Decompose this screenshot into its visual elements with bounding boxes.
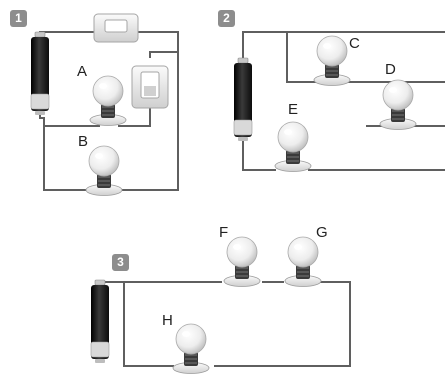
panel-3-battery — [90, 279, 110, 364]
panel-1-switch-top — [93, 13, 139, 43]
bulb-d-icon — [379, 79, 417, 130]
bulb-h-label: H — [162, 312, 173, 329]
bulb-f-icon — [223, 236, 261, 287]
bulb-c-label: C — [349, 35, 360, 52]
bulb-b-label: B — [78, 133, 89, 150]
bulb-h-icon — [172, 323, 210, 374]
bulb-e-label: E — [288, 101, 299, 118]
bulb-c-icon — [313, 35, 351, 86]
bulb-g-icon — [284, 236, 322, 287]
panel-2-badge: 2 — [218, 10, 235, 27]
bulb-d-label: D — [385, 61, 396, 78]
panel-1-badge: 1 — [10, 10, 27, 27]
panel-1-wires — [39, 31, 179, 191]
panel-1-switch-right — [131, 65, 169, 109]
bulb-e-icon — [274, 121, 312, 172]
bulb-a-label: A — [77, 63, 88, 80]
panel-3-badge: 3 — [112, 254, 129, 271]
bulb-g-label: G — [316, 224, 328, 241]
panel-3-wires — [99, 281, 351, 367]
panel-2-battery — [233, 57, 253, 142]
bulb-f-label: F — [219, 224, 229, 241]
panel-1-battery — [30, 31, 50, 116]
bulb-b-icon — [85, 145, 123, 196]
bulb-a-icon — [89, 75, 127, 126]
